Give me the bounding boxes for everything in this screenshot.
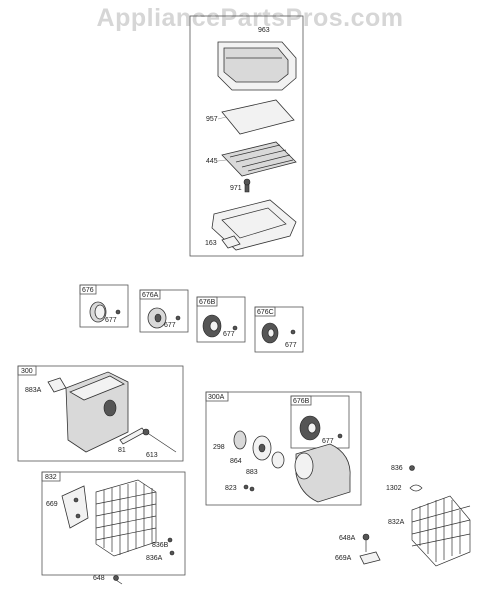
label-677-e: 677	[322, 438, 334, 445]
label-677-a: 677	[105, 317, 117, 324]
group-832: 832 669 836B 836A	[41, 471, 186, 576]
label-836b: 836B	[152, 542, 169, 549]
pre-cleaner[interactable]	[221, 99, 295, 135]
air-cleaner-cover[interactable]	[217, 41, 297, 91]
screw-677-a[interactable]	[115, 309, 121, 315]
bracket-669[interactable]	[61, 485, 89, 529]
air-filter[interactable]	[221, 141, 297, 177]
box-tag-676b	[196, 296, 218, 307]
box-label-832: 832	[45, 474, 57, 481]
label-81: 81	[118, 447, 126, 454]
box-tag-676b-inner	[290, 395, 312, 406]
group-300: 300 883A 81 613	[17, 365, 184, 462]
label-669: 669	[46, 501, 58, 508]
label-163: 163	[205, 240, 217, 247]
part-864[interactable]	[252, 435, 272, 461]
box-tag-676c	[254, 306, 276, 317]
spring-1302[interactable]	[409, 484, 423, 492]
label-883a: 883A	[25, 387, 42, 394]
box-tag-676a	[139, 289, 161, 300]
label-298: 298	[213, 444, 225, 451]
label-963: 963	[258, 27, 270, 34]
box-676	[79, 284, 129, 328]
group-300a: 300A 676B 677 298 864 883	[205, 391, 362, 506]
bolt-648a[interactable]	[362, 533, 370, 552]
part-676b[interactable]	[202, 314, 222, 338]
watermark: AppliancePartsPros.com	[96, 4, 404, 32]
box-300a	[205, 391, 362, 506]
screw-677-c[interactable]	[232, 325, 238, 331]
part-676c[interactable]	[261, 322, 279, 344]
label-677-b: 677	[164, 322, 176, 329]
screw-836a[interactable]	[169, 550, 175, 556]
box-676c	[254, 306, 304, 353]
part-676a[interactable]	[147, 307, 167, 329]
label-648a: 648A	[339, 535, 356, 542]
screw-836[interactable]	[409, 465, 415, 471]
box-676a	[139, 289, 189, 333]
air-cleaner-box	[189, 15, 304, 257]
box-tag-300a	[205, 391, 229, 402]
label-883: 883	[246, 469, 258, 476]
box-label-676b-inner: 676B	[293, 398, 310, 405]
box-300	[17, 365, 184, 462]
box-label-300a: 300A	[208, 394, 225, 401]
screw-836b[interactable]	[167, 537, 173, 543]
box-label-676: 676	[82, 287, 94, 294]
screw-677-d[interactable]	[290, 329, 296, 335]
label-823: 823	[225, 485, 237, 492]
label-957: 957	[206, 116, 218, 123]
screw-677-b[interactable]	[175, 315, 181, 321]
group-676b: 676B 677	[196, 296, 246, 343]
box-label-676a: 676A	[142, 292, 159, 299]
box-tag-300	[17, 365, 37, 376]
muffler-300a[interactable]	[294, 443, 351, 503]
gasket-163[interactable]	[221, 235, 241, 249]
bracket-669a[interactable]	[359, 551, 381, 565]
screw-677-e[interactable]	[337, 433, 343, 439]
air-cleaner-group: 963 957 445 971 163	[189, 15, 304, 257]
label-677-d: 677	[285, 342, 297, 349]
part-298[interactable]	[233, 430, 247, 450]
label-648: 648	[93, 575, 105, 582]
label-836a: 836A	[146, 555, 163, 562]
box-tag-676	[79, 284, 97, 295]
bolt-648[interactable]	[113, 575, 123, 585]
label-836: 836	[391, 465, 403, 472]
screw-823[interactable]	[243, 484, 255, 492]
bolt-613[interactable]	[142, 428, 177, 453]
part-676[interactable]	[89, 301, 107, 323]
label-1302: 1302	[386, 485, 402, 492]
part-883[interactable]	[271, 451, 285, 469]
label-669a: 669A	[335, 555, 352, 562]
loose-parts: 836 1302 832A 648A 669A 648	[93, 465, 471, 585]
part-676b-inner[interactable]	[299, 415, 321, 441]
label-864: 864	[230, 458, 242, 465]
label-445: 445	[206, 158, 218, 165]
box-label-676b: 676B	[199, 299, 216, 306]
guard-832a[interactable]	[411, 495, 471, 567]
box-tag-832	[41, 471, 61, 482]
guard-832[interactable]	[95, 479, 157, 557]
group-676c: 676C 677	[254, 306, 304, 353]
box-label-676c: 676C	[257, 309, 274, 316]
group-676: 676 677	[79, 284, 129, 328]
gasket-883a[interactable]	[47, 377, 67, 393]
box-832	[41, 471, 186, 576]
box-label-300: 300	[21, 368, 33, 375]
muffler-300[interactable]	[65, 371, 129, 453]
screw-971[interactable]	[243, 178, 251, 193]
group-676a: 676A 677	[139, 289, 189, 333]
label-971: 971	[230, 185, 242, 192]
label-677-c: 677	[223, 331, 235, 338]
label-832a: 832A	[388, 519, 405, 526]
box-676b	[196, 296, 246, 343]
label-613: 613	[146, 452, 158, 459]
